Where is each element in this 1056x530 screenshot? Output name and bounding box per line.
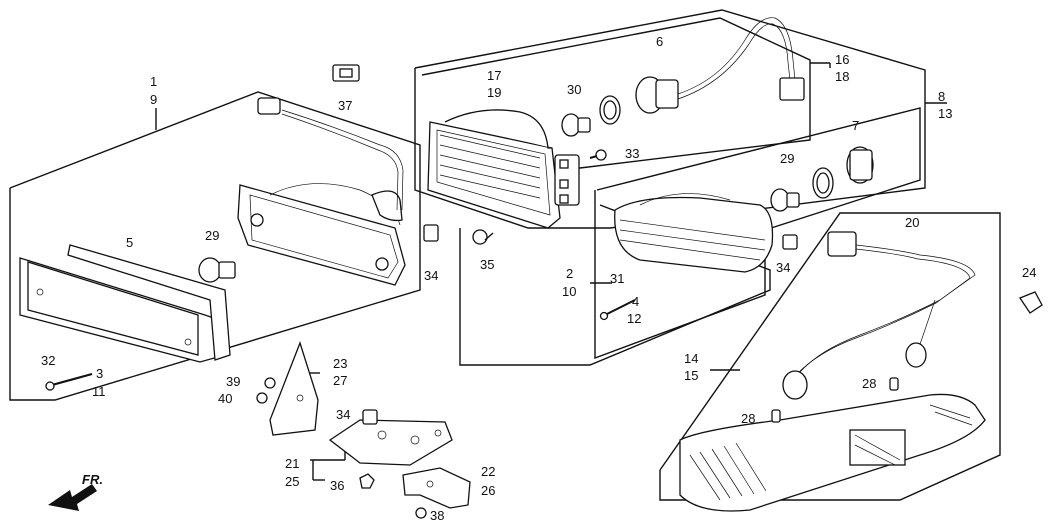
fog-lamp-housing [427, 109, 580, 229]
callout-l31: 31 [610, 271, 624, 286]
turn-lamp-lens [614, 193, 774, 273]
callout-l32: 32 [41, 353, 55, 368]
callout-l21: 21 [285, 456, 299, 471]
callout-l37: 37 [338, 98, 352, 113]
callout-l1: 1 [150, 74, 157, 89]
gasket-ring [599, 95, 621, 125]
callout-l23: 23 [333, 356, 347, 371]
gasket-ring [812, 167, 834, 199]
wire-harness [782, 231, 976, 400]
callout-l5: 5 [126, 235, 133, 250]
clip-icon [423, 224, 439, 242]
combination-lamp [679, 393, 986, 512]
callout-l15: 15 [684, 368, 698, 383]
callout-l3: 3 [96, 366, 103, 381]
callout-l25: 25 [285, 474, 299, 489]
bolt-icon [415, 507, 427, 519]
callout-l4: 4 [632, 294, 639, 309]
socket-icon [846, 146, 874, 184]
leader-lines [155, 62, 947, 481]
bulb-icon [198, 257, 236, 283]
bulb-icon [771, 377, 899, 423]
frame-left-lamp [9, 91, 421, 401]
side-lamp-housing [237, 97, 406, 286]
clip-icon [362, 409, 378, 425]
screw-icon [45, 372, 93, 391]
callout-l28b: 28 [741, 411, 755, 426]
callout-l34c: 34 [336, 407, 350, 422]
front-direction-label: FR. [82, 472, 103, 487]
callout-l34a: 34 [424, 268, 438, 283]
callout-l28a: 28 [862, 376, 876, 391]
bulb-icon [770, 188, 800, 212]
bulb-icon [561, 113, 591, 137]
callout-l16: 16 [835, 52, 849, 67]
callout-l40: 40 [218, 391, 232, 406]
nut-icon [359, 473, 375, 489]
callout-l8: 8 [938, 89, 945, 104]
callout-l39: 39 [226, 374, 240, 389]
callout-l19: 19 [487, 85, 501, 100]
callout-l36: 36 [330, 478, 344, 493]
callout-l34b: 34 [776, 260, 790, 275]
callout-l12: 12 [627, 311, 641, 326]
screw-icon [599, 299, 636, 321]
mounting-bracket [402, 467, 471, 509]
side-lamp-lens [19, 244, 231, 363]
callout-l9: 9 [150, 92, 157, 107]
clip-icon [332, 64, 360, 82]
mounting-bracket [269, 341, 319, 436]
callout-l13: 13 [938, 106, 952, 121]
callout-l17: 17 [487, 68, 501, 83]
callout-l7: 7 [852, 118, 859, 133]
callout-l6: 6 [656, 34, 663, 49]
callout-l14: 14 [684, 351, 698, 366]
callout-l24: 24 [1022, 265, 1036, 280]
clip-icon [782, 234, 798, 250]
callout-l20: 20 [905, 215, 919, 230]
frame-right-lamp [659, 212, 1001, 501]
socket-icon [635, 17, 805, 114]
callout-l29b: 29 [780, 151, 794, 166]
bolt-icon [256, 377, 276, 404]
clip-icon [1019, 291, 1043, 314]
bolt-icon [589, 149, 607, 161]
callout-l22: 22 [481, 464, 495, 479]
callout-l35: 35 [480, 257, 494, 272]
callout-l18: 18 [835, 69, 849, 84]
callout-l33: 33 [625, 146, 639, 161]
callout-l26: 26 [481, 483, 495, 498]
callout-l27: 27 [333, 373, 347, 388]
mounting-bracket [328, 419, 453, 466]
callout-l38: 38 [430, 508, 444, 523]
callout-l11: 11 [92, 384, 106, 399]
callout-l30: 30 [567, 82, 581, 97]
frame-fog-lamp [414, 9, 926, 229]
callout-l29a: 29 [205, 228, 219, 243]
front-direction-arrow-icon [48, 484, 97, 511]
clip-icon [472, 229, 494, 245]
callout-l2: 2 [566, 266, 573, 281]
callout-l10: 10 [562, 284, 576, 299]
